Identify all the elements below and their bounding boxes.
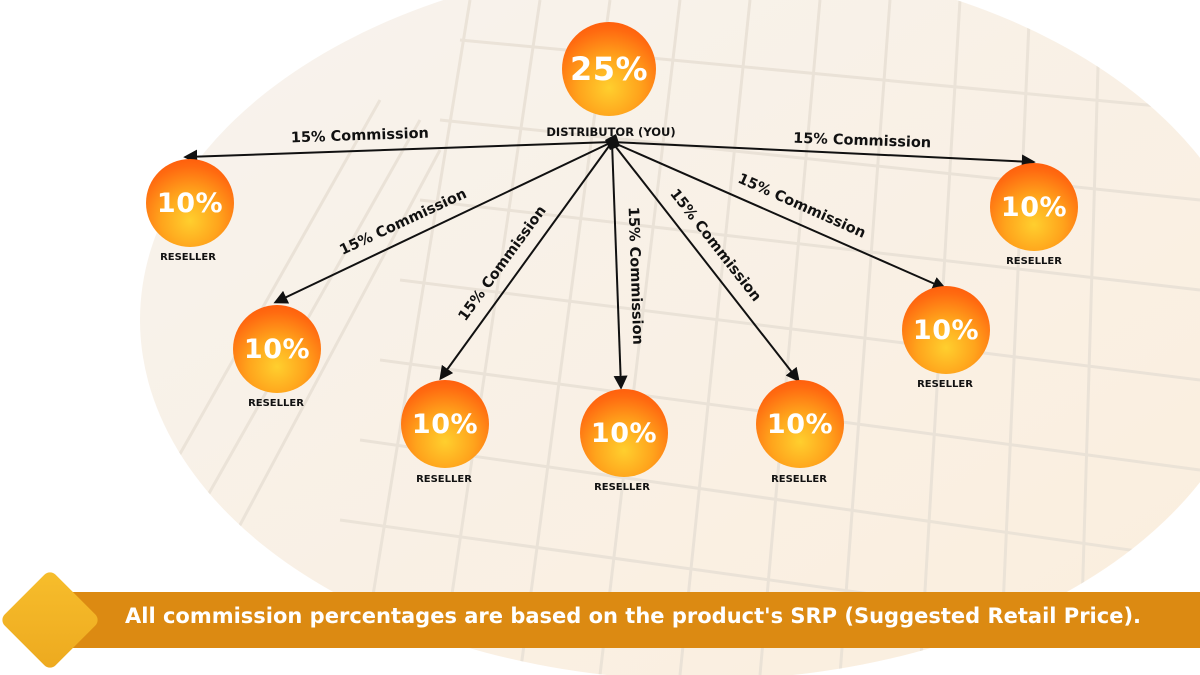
commission-label-2: 15% Commission — [337, 186, 469, 259]
reseller-percent: 10% — [766, 408, 834, 440]
commission-label-4: 15% Commission — [625, 207, 646, 346]
connector-3 — [439, 141, 613, 381]
reseller-percent: 10% — [912, 314, 980, 346]
reseller-label: RESELLER — [917, 379, 973, 390]
footer-note: All commission percentages are based on … — [125, 604, 1142, 628]
commission-label-1: 15% Commission — [291, 126, 430, 147]
footer-banner — [60, 592, 1200, 648]
reseller-node-1: 10% — [146, 159, 234, 247]
reseller-percent: 10% — [411, 408, 479, 440]
connector-5 — [611, 141, 800, 383]
distributor-node: 25% — [562, 22, 656, 116]
reseller-percent: 10% — [243, 333, 311, 365]
connector-7 — [611, 141, 1036, 169]
reseller-label: RESELLER — [771, 474, 827, 485]
distributor-hub-marker — [605, 134, 620, 150]
reseller-percent: 10% — [590, 417, 658, 449]
reseller-node-2: 10% — [233, 305, 321, 393]
connector-2 — [273, 141, 613, 304]
connector-4 — [611, 141, 628, 390]
reseller-node-7: 10% — [990, 163, 1078, 251]
connector-1 — [183, 141, 613, 164]
reseller-node-5: 10% — [756, 380, 844, 468]
reseller-percent: 10% — [156, 187, 224, 219]
reseller-label: RESELLER — [248, 398, 304, 409]
commission-label-3: 15% Commission — [456, 203, 550, 324]
reseller-label: RESELLER — [160, 252, 216, 263]
reseller-percent: 10% — [1000, 191, 1068, 223]
reseller-label: RESELLER — [416, 474, 472, 485]
reseller-label: RESELLER — [1006, 256, 1062, 267]
commission-label-7: 15% Commission — [793, 131, 932, 152]
commission-label-5: 15% Commission — [666, 186, 764, 305]
reseller-node-4: 10% — [580, 389, 668, 477]
distributor-percent: 25% — [569, 50, 649, 88]
connector-6 — [611, 141, 947, 290]
distributor-label: DISTRIBUTOR (YOU) — [546, 125, 676, 139]
reseller-node-3: 10% — [401, 380, 489, 468]
reseller-node-6: 10% — [902, 286, 990, 374]
commission-label-6: 15% Commission — [735, 171, 868, 242]
reseller-label: RESELLER — [594, 482, 650, 493]
